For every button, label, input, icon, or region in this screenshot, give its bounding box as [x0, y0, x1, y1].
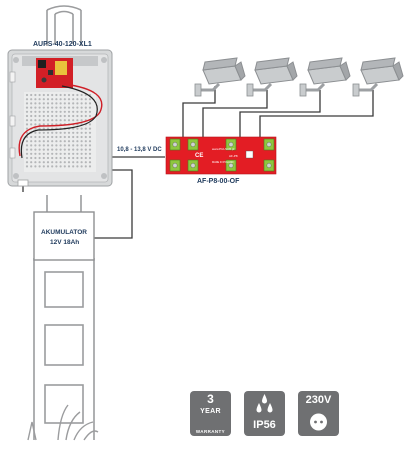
terminal-block: [187, 159, 199, 172]
voltage-range-label: 10,8 - 13,8 V DC: [117, 147, 162, 153]
distribution-board: www.PULSAR.pl MADE IN POLAND AF-P8 CE: [165, 136, 277, 175]
ce-mark-icon: CE: [195, 153, 203, 159]
grass: [27, 404, 99, 441]
terminal-block: [263, 159, 275, 172]
warranty-text: WARRANTY: [195, 429, 226, 434]
battery-label-line1: AKUMULATOR: [41, 229, 87, 236]
battery-label-line2: 12V 18Ah: [50, 239, 80, 246]
ip56-text: IP56: [253, 419, 276, 431]
terminal-block: [225, 159, 237, 172]
voltage-text: 230V: [305, 394, 332, 406]
terminal-block: [187, 138, 199, 151]
mounting-pole: [33, 5, 95, 440]
battery: [33, 211, 95, 261]
camera-icon: [246, 57, 298, 97]
voltage-badge: 230V: [298, 391, 339, 436]
camera-icon: [299, 57, 351, 97]
camera-icon: [352, 57, 404, 97]
terminal-block: [169, 138, 181, 151]
wiring: [22, 86, 374, 239]
board-code-text: AF-P8: [229, 154, 238, 158]
terminal-block: [169, 159, 181, 172]
terminal-block: [263, 138, 275, 151]
water-drops-icon: [256, 394, 273, 413]
module-model-label: AF-P8-00-OF: [197, 178, 240, 185]
warranty-year-text: YEAR: [200, 408, 221, 415]
cameras: [194, 57, 404, 97]
power-socket-icon: [310, 413, 327, 431]
board-made-text: MADE IN POLAND: [212, 161, 234, 164]
warranty-badge: 3 YEAR WARRANTY: [190, 391, 231, 436]
warranty-years: 3: [207, 392, 214, 406]
camera-icon: [194, 57, 246, 97]
terminal-block: [225, 138, 237, 151]
board-brand-text: www.PULSAR.pl: [212, 147, 235, 151]
psu-enclosure: [7, 49, 113, 187]
psu-model-label: AUPS-40-120-XL1: [33, 41, 92, 48]
ip56-badge: IP56: [244, 391, 285, 436]
